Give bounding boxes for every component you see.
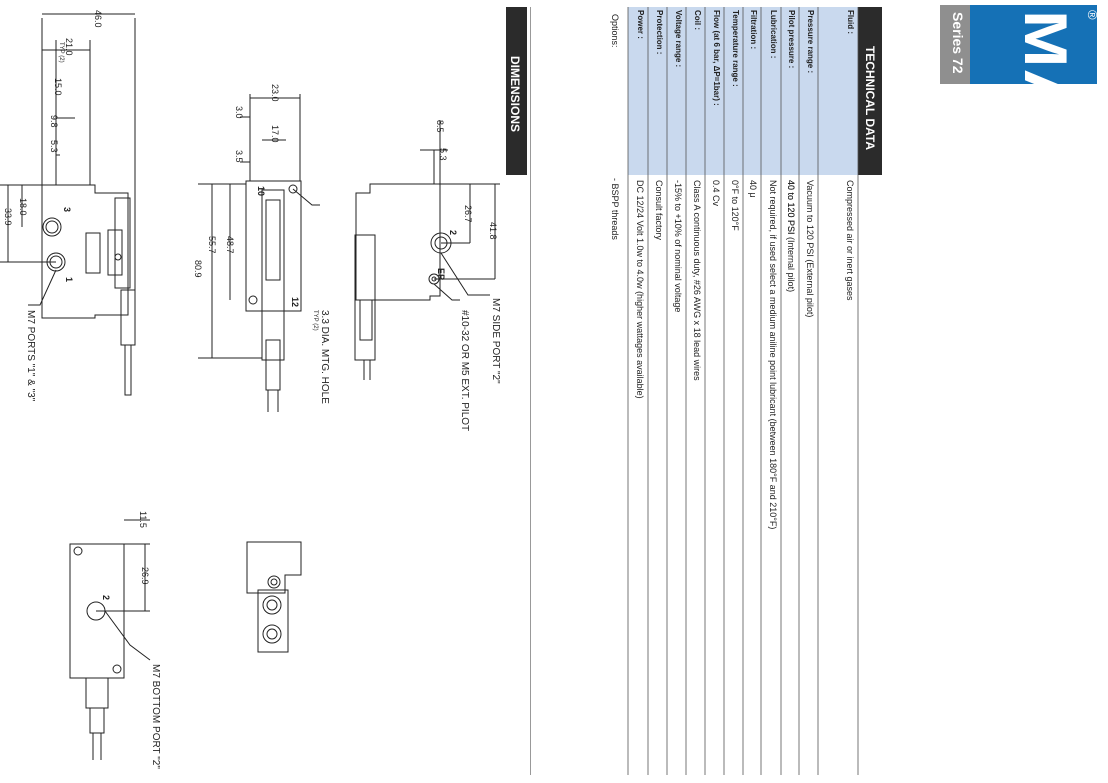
dim-label-d30: 3.0 (234, 106, 244, 119)
callout-mtg-hole: 3.3 DIA. MTG. HOLE (319, 310, 330, 404)
callout-ext-pilot: #10-32 OR M5 EXT. PILOT (459, 310, 470, 431)
dim-label-d98: 9.8 (49, 115, 59, 128)
tech-row-label: Power : (636, 10, 645, 39)
tech-row-value: 0°F to 120°F (730, 180, 740, 231)
dim-label-d809: 80.9 (193, 260, 203, 278)
tech-row-label: Protection : (655, 10, 664, 55)
valve-view-bottom-port (69, 519, 151, 760)
tech-row-label: Pilot pressure : (787, 10, 796, 69)
tech-row-label: Coil : (693, 10, 702, 30)
tech-row-value: 0.4 Cv (711, 180, 721, 207)
dim-label-d267: 26.7 (463, 205, 473, 223)
dim-label-d23: 23.0 (270, 84, 280, 102)
series-badge (940, 5, 970, 84)
valve-view-top (246, 541, 302, 653)
dim-label-d170: 17.0 (270, 125, 280, 143)
callout-ports13: M7 PORTS "1" & "3" (25, 310, 36, 402)
dim-label-d269: 26.9 (140, 567, 150, 585)
valve-view-side-port (354, 120, 500, 380)
tech-table (628, 7, 858, 775)
tech-row-label: Temperature range : (731, 10, 740, 87)
tech-row-value: -15% to +10% of nominal voltage (673, 180, 683, 313)
dim-label-d418: 41.8 (488, 222, 498, 240)
tech-row-value: Consult factory (654, 180, 664, 241)
options-value: - BSPP threads (610, 178, 620, 240)
tech-row-label: Filtration : (749, 10, 758, 50)
valve-view-mounting (198, 94, 320, 412)
dim-label-d85: 8.5 (435, 120, 445, 133)
dim-label-d487: 48.7 (225, 236, 235, 254)
tech-row-label: Flow (at 6 bar, ΔP=1bar) : (712, 10, 721, 106)
valve-view-ports-1-3 (0, 13, 136, 396)
tech-row-value: 40 μ (748, 180, 758, 198)
technical-data-header-bar (858, 7, 882, 175)
port-mark-p3: 3 (62, 207, 72, 212)
mac-logo (970, 5, 1097, 84)
tech-row-value: Compressed air or inert gases (845, 180, 855, 301)
dim-label-d115: 11.5 (138, 511, 148, 528)
dim-label-d53: 5.3 (49, 140, 59, 153)
dim-label-d21: 21.0 (64, 38, 74, 56)
technical-data-header: TECHNICAL DATA (863, 46, 877, 150)
tech-row-label: Voltage range : (674, 10, 683, 68)
tech-row-label: Fluid : (846, 10, 855, 34)
series-label: Series 72 (950, 12, 966, 74)
port-mark-p10: 10 (256, 186, 266, 196)
tech-row-value: Class A continuous duty, #26 AWG x 18 le… (692, 180, 702, 381)
tech-row-value: Not required, if used select a medium an… (768, 180, 778, 530)
dim-label-d15: 15.0 (53, 78, 63, 96)
dim-label-d339: 33.9 (3, 208, 13, 226)
tech-row-value: DC 12/24 Volt 1.0w to 4.0w (higher watta… (635, 180, 645, 399)
dim-label-d46: 46.0 (93, 10, 103, 28)
tech-row-value: Vacuum to 120 PSI (External pilot) (805, 180, 815, 318)
port-mark-p2: 2 (448, 230, 458, 235)
dim-label-typ2: TYP (2) (58, 42, 64, 63)
dimensions-header-bar (506, 7, 527, 175)
callout-side-port: M7 SIDE PORT "2" (490, 298, 501, 384)
mac-logo-text: MAC (1012, 10, 1079, 171)
dim-label-d53b: 5.3 (438, 148, 448, 161)
dim-label-d18: 18.0 (18, 198, 28, 216)
dim-label-d35: 3.5 (234, 150, 244, 163)
options-label: Options: (610, 14, 620, 48)
tech-row-label: Pressure range : (806, 10, 815, 74)
port-mark-p12: 12 (290, 297, 300, 307)
tech-row-value: 40 to 120 PSI (786, 180, 796, 235)
dimensions-header: DIMENSIONS (508, 56, 522, 133)
registered-mark: ® (1085, 10, 1100, 20)
callout-mtg-typ: TYP (2) (312, 310, 318, 331)
callout-bottom-port: M7 BOTTOM PORT "2" (150, 664, 161, 769)
port-mark-p1: 1 (64, 277, 74, 282)
port-mark-pEP: EP (436, 268, 446, 280)
tech-row-label: Lubrication : (769, 10, 778, 59)
dim-label-d557: 55.7 (207, 236, 217, 254)
dimensions-divider (530, 7, 531, 775)
port-mark-p2b: 2 (101, 595, 111, 600)
